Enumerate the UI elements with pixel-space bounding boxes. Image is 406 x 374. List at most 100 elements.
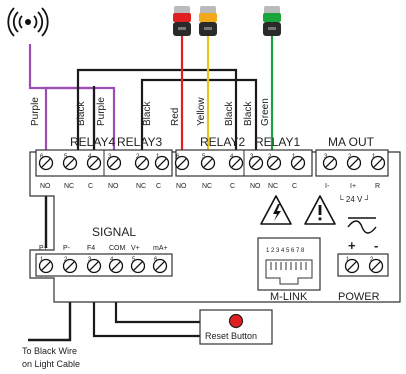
relay-pin-label: NC bbox=[64, 183, 74, 190]
wire-label-green: Green bbox=[260, 98, 271, 126]
signal-terminal: 2 bbox=[62, 257, 78, 274]
power-terminal: 1 bbox=[344, 257, 360, 274]
relay-terminal: 5 bbox=[62, 154, 78, 171]
signal-terminal: 5 bbox=[130, 257, 146, 274]
relay-pin-label: NO bbox=[176, 183, 187, 190]
signal-title: SIGNAL bbox=[92, 225, 136, 239]
ma-out-voltage-note: └ 24 V ┘ bbox=[338, 194, 370, 204]
wire-label-black-1: Black bbox=[76, 101, 87, 126]
signal-terminal: 1 bbox=[38, 257, 54, 274]
relay-terminal: 3 bbox=[106, 154, 122, 171]
relay-terminal: 6 bbox=[174, 154, 190, 171]
stack-light-yellow-icon bbox=[199, 6, 217, 36]
wireless-signal-icon bbox=[7, 7, 49, 37]
relay-pin-label: C bbox=[292, 183, 297, 190]
wire-purple-relay3 bbox=[28, 44, 116, 160]
wires bbox=[28, 36, 274, 342]
wire-label-black-3: Black bbox=[224, 101, 235, 126]
m-link-title: M-LINK bbox=[270, 291, 308, 303]
relay-terminal-number: 1 bbox=[292, 154, 296, 160]
relay-pin-label: C bbox=[230, 183, 235, 190]
signal-pin-label: F4 bbox=[87, 245, 95, 252]
footnote-line-1: To Black Wire bbox=[22, 346, 77, 356]
signal-terminal-number: 4 bbox=[110, 257, 114, 263]
signal-terminal-number: 2 bbox=[64, 257, 68, 263]
wire-labels: Purple Black Purple Black Red Yellow Bla… bbox=[30, 97, 271, 126]
rj45-port-icon bbox=[265, 259, 313, 285]
relay-terminal-number: 2 bbox=[268, 154, 272, 160]
signal-pin-label: P+ bbox=[39, 245, 48, 252]
relay-terminal-number: 1 bbox=[156, 154, 160, 160]
ma-out-terminal: 1 bbox=[370, 154, 386, 171]
relay-terminal-number: 6 bbox=[40, 154, 44, 160]
wire-label-red: Red bbox=[170, 108, 181, 126]
signal-terminal: 6 bbox=[152, 257, 168, 274]
relay-labels: RELAY4 RELAY3 RELAY2 RELAY1 MA OUT bbox=[70, 135, 375, 149]
ma-out-terminal: 3 bbox=[322, 154, 338, 171]
wire-black-relay4 bbox=[76, 68, 238, 160]
signal-pin-label: V+ bbox=[131, 245, 140, 252]
stack-light-red-icon bbox=[173, 6, 191, 36]
ma-out-terminal-number: 1 bbox=[372, 154, 376, 160]
relay-terminal: 4 bbox=[228, 154, 244, 171]
wire-black-relay3 bbox=[140, 78, 258, 160]
signal-terminal: 3 bbox=[86, 257, 102, 274]
power-terminal-number: 1 bbox=[346, 257, 350, 263]
warning-icon bbox=[304, 195, 336, 225]
ma-out-pin-i-minus: I- bbox=[325, 183, 330, 190]
relay-pin-label: C bbox=[88, 183, 93, 190]
relay-terminal: 5 bbox=[200, 154, 216, 171]
signal-pin-labels: P+ P- F4 COM V+ mA+ bbox=[39, 245, 168, 252]
ac-power-icon bbox=[347, 217, 377, 234]
relay-pin-label: NO bbox=[40, 183, 51, 190]
footnote-line-2: on Light Cable bbox=[22, 359, 80, 369]
power-terminal-number: 2 bbox=[370, 257, 374, 263]
reset-button-label: Reset Button bbox=[205, 331, 257, 341]
ma-out-terminals: 3 2 1 bbox=[322, 154, 386, 171]
m-link-pin-numbers: 1 2 3 4 5 6 7 8 bbox=[266, 248, 305, 254]
relay2-label: RELAY2 bbox=[200, 135, 245, 149]
wire-label-purple-1: Purple bbox=[30, 97, 41, 126]
signal-pin-label: mA+ bbox=[153, 245, 168, 252]
relay-terminal: 2 bbox=[266, 154, 282, 171]
relay-terminal-number: 3 bbox=[250, 154, 254, 160]
relay-terminal-number: 4 bbox=[230, 154, 234, 160]
signal-pin-label: P- bbox=[63, 245, 71, 252]
relay3-label: RELAY3 bbox=[117, 135, 162, 149]
relay4-label: RELAY4 bbox=[70, 135, 115, 149]
signal-terminal-number: 6 bbox=[154, 257, 158, 263]
relay-terminal: 3 bbox=[248, 154, 264, 171]
power-minus: - bbox=[374, 238, 378, 253]
relay-terminal: 1 bbox=[290, 154, 306, 171]
ma-out-title: MA OUT bbox=[328, 135, 375, 149]
signal-terminal-block bbox=[35, 253, 173, 277]
power-plus: + bbox=[348, 238, 356, 253]
signal-terminal: 4 bbox=[108, 257, 124, 274]
relay-pin-label: NC bbox=[136, 183, 146, 190]
ma-out-terminal: 2 bbox=[346, 154, 362, 171]
signal-terminal-number: 5 bbox=[132, 257, 136, 263]
stack-light-green-icon bbox=[263, 6, 281, 36]
relay1-label: RELAY1 bbox=[255, 135, 300, 149]
ma-out-pin-r: R bbox=[375, 183, 380, 190]
reset-button[interactable] bbox=[228, 313, 244, 329]
signal-terminal-number: 3 bbox=[88, 257, 92, 263]
relay-terminal-number: 3 bbox=[108, 154, 112, 160]
relay-terminal-number: 5 bbox=[64, 154, 68, 160]
relay-terminal: 2 bbox=[134, 154, 150, 171]
signal-terminals: 1 2 3 4 5 6 bbox=[38, 257, 168, 274]
relay-pin-label: NO bbox=[250, 183, 261, 190]
relay-terminal-number: 2 bbox=[136, 154, 140, 160]
wire-label-purple-2: Purple bbox=[96, 97, 107, 126]
wire-label-yellow: Yellow bbox=[196, 97, 207, 126]
relay-pin-label: C bbox=[156, 183, 161, 190]
ma-out-terminal-number: 3 bbox=[324, 154, 328, 160]
signal-terminal-number: 1 bbox=[40, 257, 44, 263]
power-terminal: 2 bbox=[368, 257, 384, 274]
power-title: POWER bbox=[338, 291, 380, 303]
signal-pin-label: COM bbox=[109, 245, 126, 252]
